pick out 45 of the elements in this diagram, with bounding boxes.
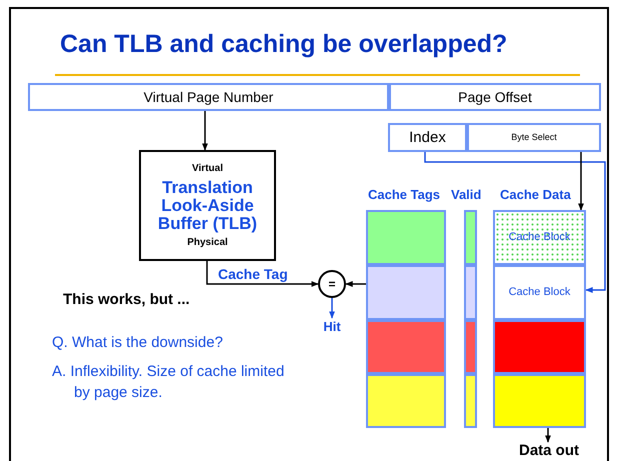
- arrow: [578, 152, 584, 211]
- cache-entry: [366, 320, 446, 374]
- tlb-side-label: Virtual: [192, 162, 223, 174]
- cache-entry: [464, 320, 477, 374]
- question-text: Q. What is the downside?: [52, 334, 223, 351]
- answer-text: A. Inflexibility. Size of cache limited by page size.: [52, 362, 286, 403]
- cache-entry: [493, 320, 586, 374]
- tlb-title: Translation Look-Aside Buffer (TLB): [156, 178, 258, 232]
- column-header: Cache Tags: [368, 187, 440, 202]
- field-box: [467, 123, 601, 152]
- note-text: This works, but ...: [63, 291, 190, 308]
- cache-entry: [464, 210, 477, 265]
- output-label: Data out: [519, 442, 579, 460]
- cache-entry: [464, 374, 477, 428]
- field-box: [388, 123, 467, 152]
- field-box: [389, 83, 601, 111]
- cache-entry: [493, 265, 586, 320]
- field-box: [28, 83, 389, 111]
- arrow: [329, 298, 335, 319]
- tlb-box: [139, 150, 276, 261]
- cache-entry: [366, 210, 446, 265]
- arrow: [424, 152, 606, 293]
- cache-entry: [493, 210, 586, 265]
- cache-entry: [366, 374, 446, 428]
- column-header: Valid: [451, 187, 482, 202]
- tlb-side-label: Physical: [187, 236, 228, 248]
- column-header: Cache Data: [500, 187, 571, 202]
- arrow: [202, 111, 208, 151]
- box-label: Page Offset: [458, 88, 532, 106]
- arrow: [545, 428, 551, 443]
- arrow: [206, 261, 319, 287]
- comparator-circle: [318, 270, 346, 298]
- arrow: [345, 281, 366, 287]
- output-label: Hit: [323, 319, 341, 335]
- equals-sign: =: [328, 276, 336, 292]
- slide-title: Can TLB and caching be overlapped?: [60, 30, 508, 59]
- box-label: Byte Select: [511, 132, 557, 143]
- box-label: Index: [409, 128, 446, 146]
- cache-entry: [366, 265, 446, 320]
- edge-label: Cache Tag: [218, 266, 288, 282]
- box-label: Cache Block: [508, 286, 570, 300]
- box-label: Virtual Page Number: [144, 88, 274, 106]
- cache-entry: [493, 374, 586, 428]
- cache-entry: [464, 265, 477, 320]
- box-label: Cache Block: [508, 230, 570, 244]
